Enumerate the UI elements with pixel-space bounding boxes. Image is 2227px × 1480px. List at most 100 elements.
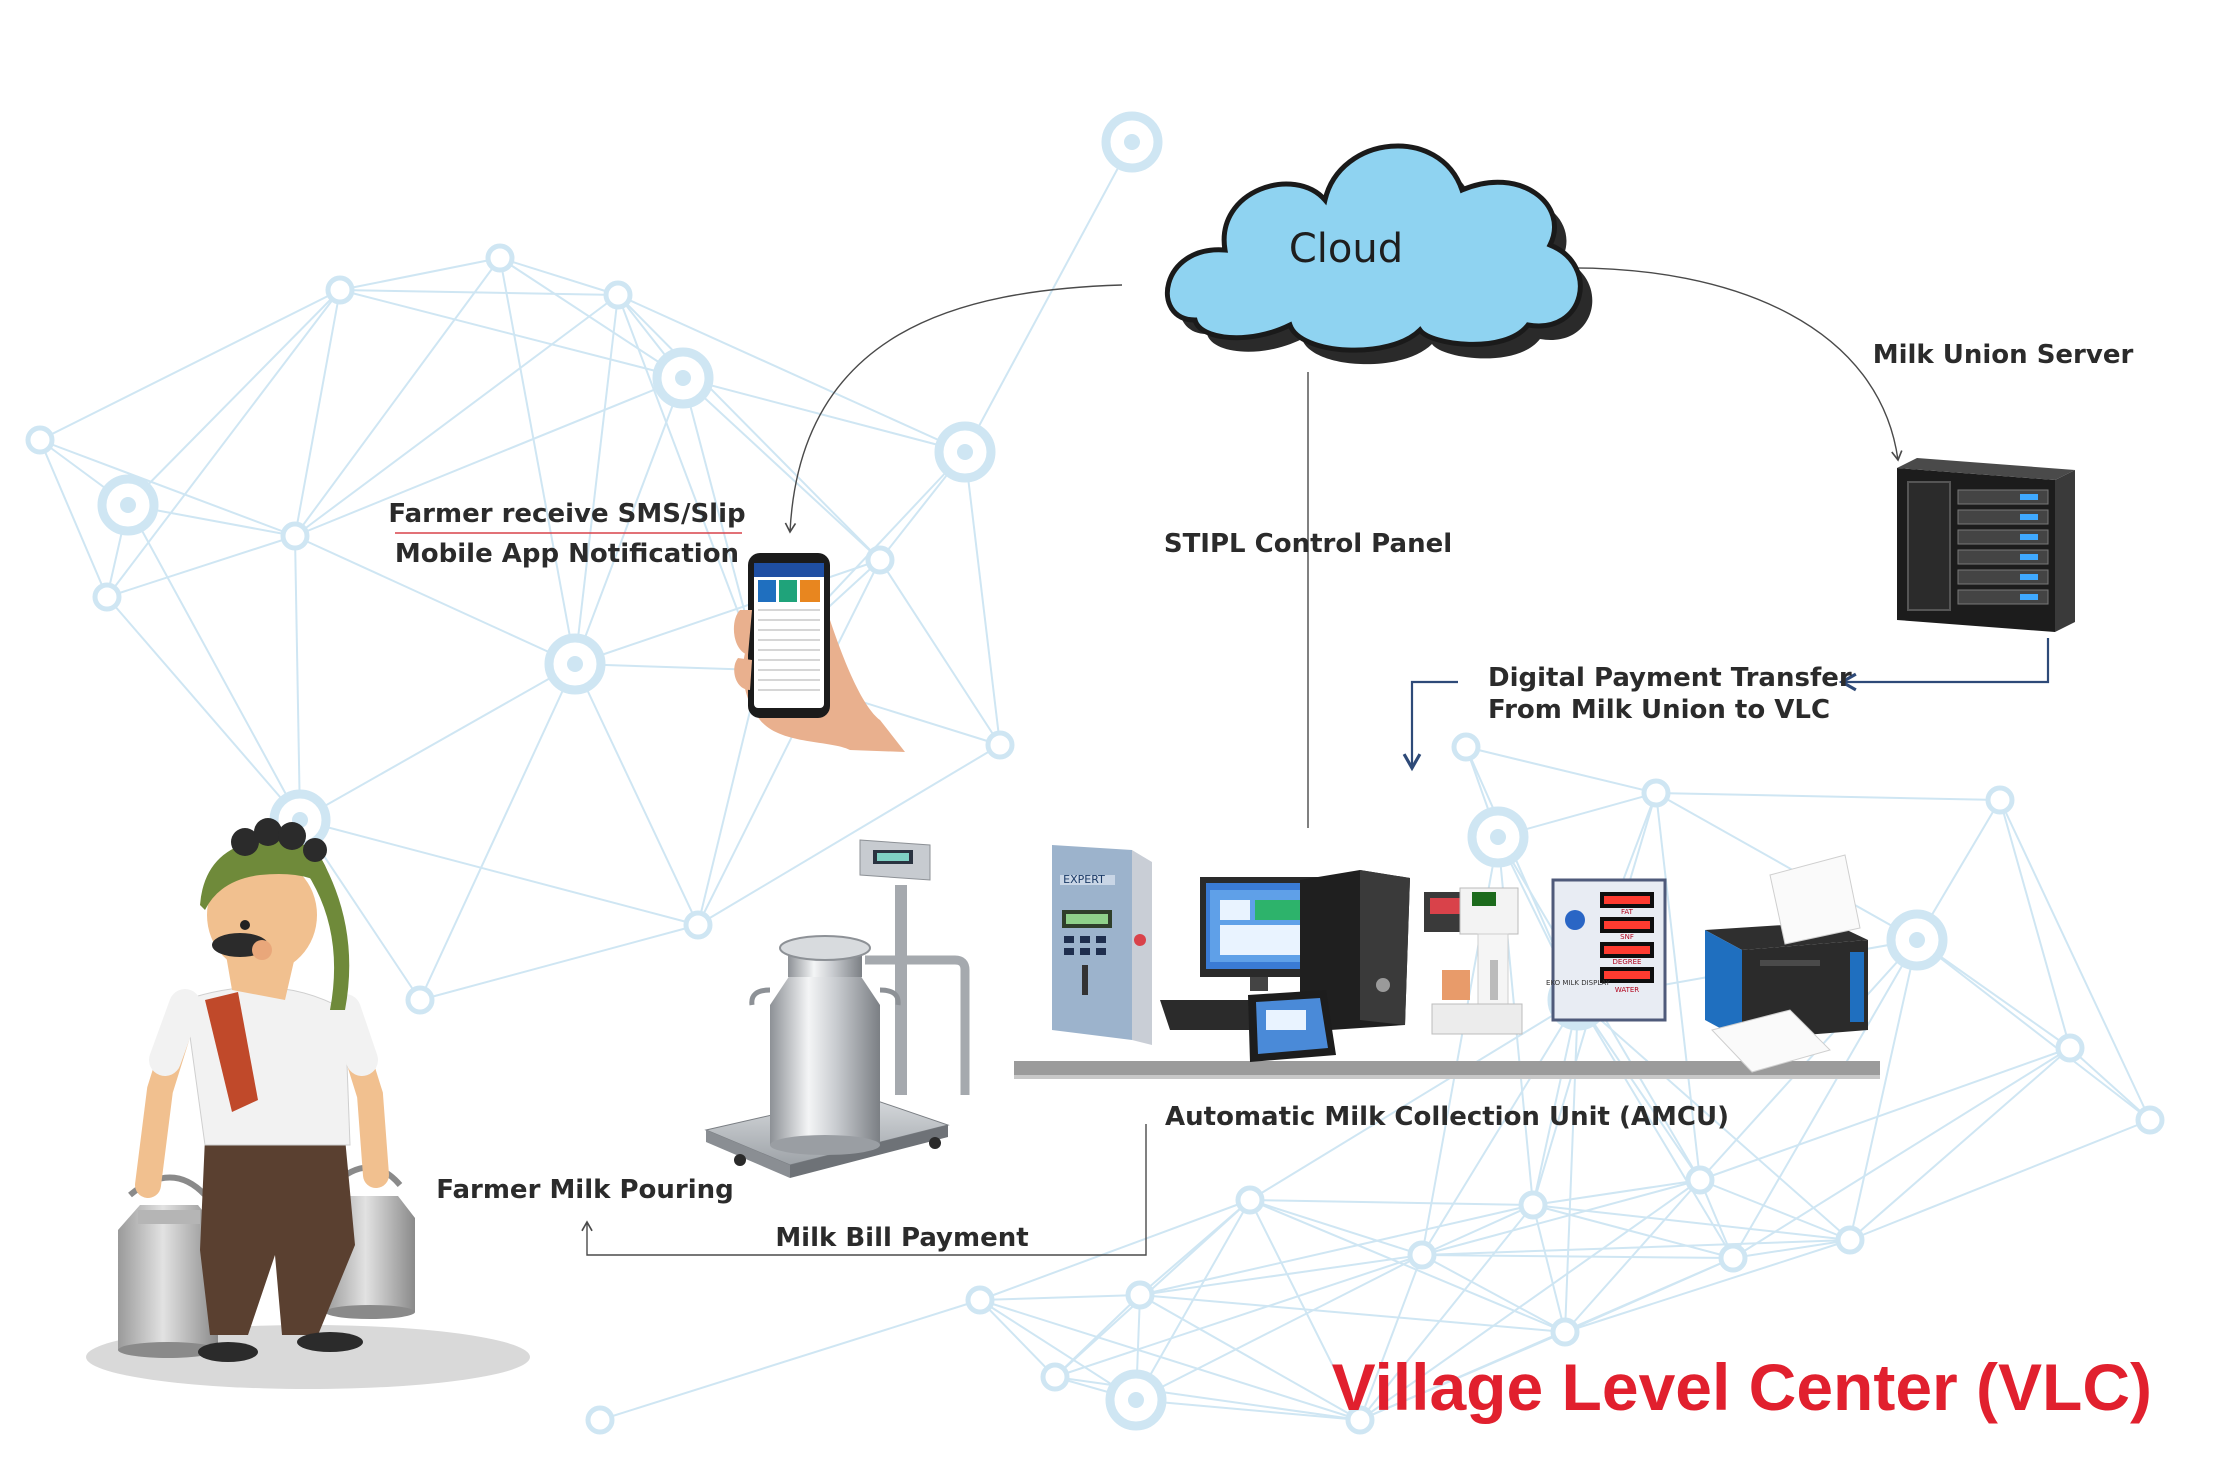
network-node [25, 425, 55, 455]
arrow-payment-to-amcu [1402, 680, 1458, 772]
server-icon [1897, 458, 2075, 632]
network-node [92, 582, 122, 612]
network-node [1451, 732, 1481, 762]
network-hub-core [120, 497, 136, 513]
network-line [682, 377, 881, 561]
network-line [1849, 1047, 2071, 1241]
network-line [1249, 999, 1579, 1201]
network-line [1916, 939, 2071, 1049]
network-line [1564, 999, 1579, 1333]
page-title: Village Level Center (VLC) [1332, 1350, 2152, 1424]
network-line [979, 1299, 1056, 1378]
network-line [1999, 799, 2071, 1049]
network-line [617, 294, 761, 671]
network-line [294, 257, 501, 537]
display-word-snf: SNF [1620, 933, 1634, 941]
network-line [1359, 1179, 1701, 1421]
network-line [1421, 1254, 1566, 1333]
network-line [39, 289, 341, 441]
network-line [1999, 799, 2151, 1121]
network-line [1849, 1119, 2151, 1241]
network-node [1835, 1225, 1865, 1255]
display-word-degree: DEGREE [1613, 958, 1642, 966]
digital-payment-line1: Digital Payment Transfer [1488, 663, 1852, 693]
network-line [979, 1299, 1137, 1401]
network-line [574, 663, 761, 671]
network-node [965, 1285, 995, 1315]
network-node [1125, 1280, 1155, 1310]
network-line [1532, 1204, 1851, 1241]
network-node [585, 1405, 615, 1435]
network-line [1359, 1254, 1423, 1421]
network-line [697, 559, 881, 926]
network-node [1685, 1165, 1715, 1195]
network-hub-core [675, 370, 691, 386]
network-line [1564, 1239, 1851, 1333]
network-line [39, 439, 296, 537]
network-hub-core [1128, 1392, 1144, 1408]
network-node [1550, 1317, 1580, 1347]
bill-payment-label: Milk Bill Payment [775, 1223, 1028, 1253]
network-line [1532, 1179, 1701, 1206]
network-line [294, 377, 684, 537]
network-line [1249, 1199, 1566, 1333]
network-line [1249, 1199, 1361, 1421]
network-line [1135, 1254, 1423, 1401]
network-line [1249, 1199, 1534, 1206]
amcu-shelf [1014, 1061, 1880, 1075]
network-hub-core [957, 444, 973, 460]
milk-display-icon: FAT SNF DEGREE WATER EKO MILK DISPLAY [1546, 878, 1667, 1022]
display-word-fat: FAT [1621, 908, 1634, 916]
printer-icon [1705, 854, 1868, 1073]
network-line [964, 451, 1001, 746]
network-line [1135, 1399, 1361, 1421]
network-line [1139, 1294, 1566, 1333]
network-line [1655, 792, 2001, 801]
network-line [879, 559, 1001, 746]
network-node [1407, 1240, 1437, 1270]
amcu-label: Automatic Milk Collection Unit (AMCU) [1165, 1102, 1729, 1132]
arrow-cloud-to-phone [784, 284, 1123, 534]
network-line [499, 257, 619, 296]
network-line [294, 535, 301, 821]
network-line [1421, 999, 1579, 1256]
network-line [1465, 746, 1657, 794]
network-line [106, 535, 296, 598]
milk-can-on-scale-icon [749, 935, 901, 1155]
arrow-server-to-payment [1838, 638, 2050, 692]
connector-arrows [581, 267, 1903, 1256]
network-line [697, 744, 1001, 926]
arrow-cloud-to-server [1559, 267, 1903, 462]
network-line [339, 257, 501, 291]
network-node [280, 521, 310, 551]
network-node [1040, 1362, 1070, 1392]
network-line [1421, 1179, 1701, 1256]
network-line [106, 289, 341, 598]
network-line [979, 1299, 1361, 1421]
network-line [106, 596, 301, 821]
network-line [964, 141, 1133, 453]
network-line [574, 663, 699, 926]
network-line [697, 669, 761, 926]
network-line [1699, 1047, 2071, 1181]
network-line [617, 294, 881, 561]
network-line [1732, 1047, 2071, 1259]
network-node [325, 275, 355, 305]
network-line [1421, 1204, 1534, 1256]
network-line [1699, 939, 1918, 1181]
network-node [1641, 778, 1671, 808]
network-hub-core [567, 656, 583, 672]
network-line [574, 377, 684, 665]
payment-arrows [1402, 638, 2050, 772]
farmer-illustration [86, 818, 530, 1389]
digital-payment-line2: From Milk Union to VLC [1488, 695, 1830, 725]
network-line [294, 294, 619, 537]
network-line [1577, 999, 1701, 1181]
network-line [419, 663, 576, 1001]
network-line [419, 924, 699, 1001]
network-node [1235, 1185, 1265, 1215]
network-line [499, 257, 684, 379]
network-line [1532, 1204, 1734, 1259]
network-line [499, 257, 576, 665]
